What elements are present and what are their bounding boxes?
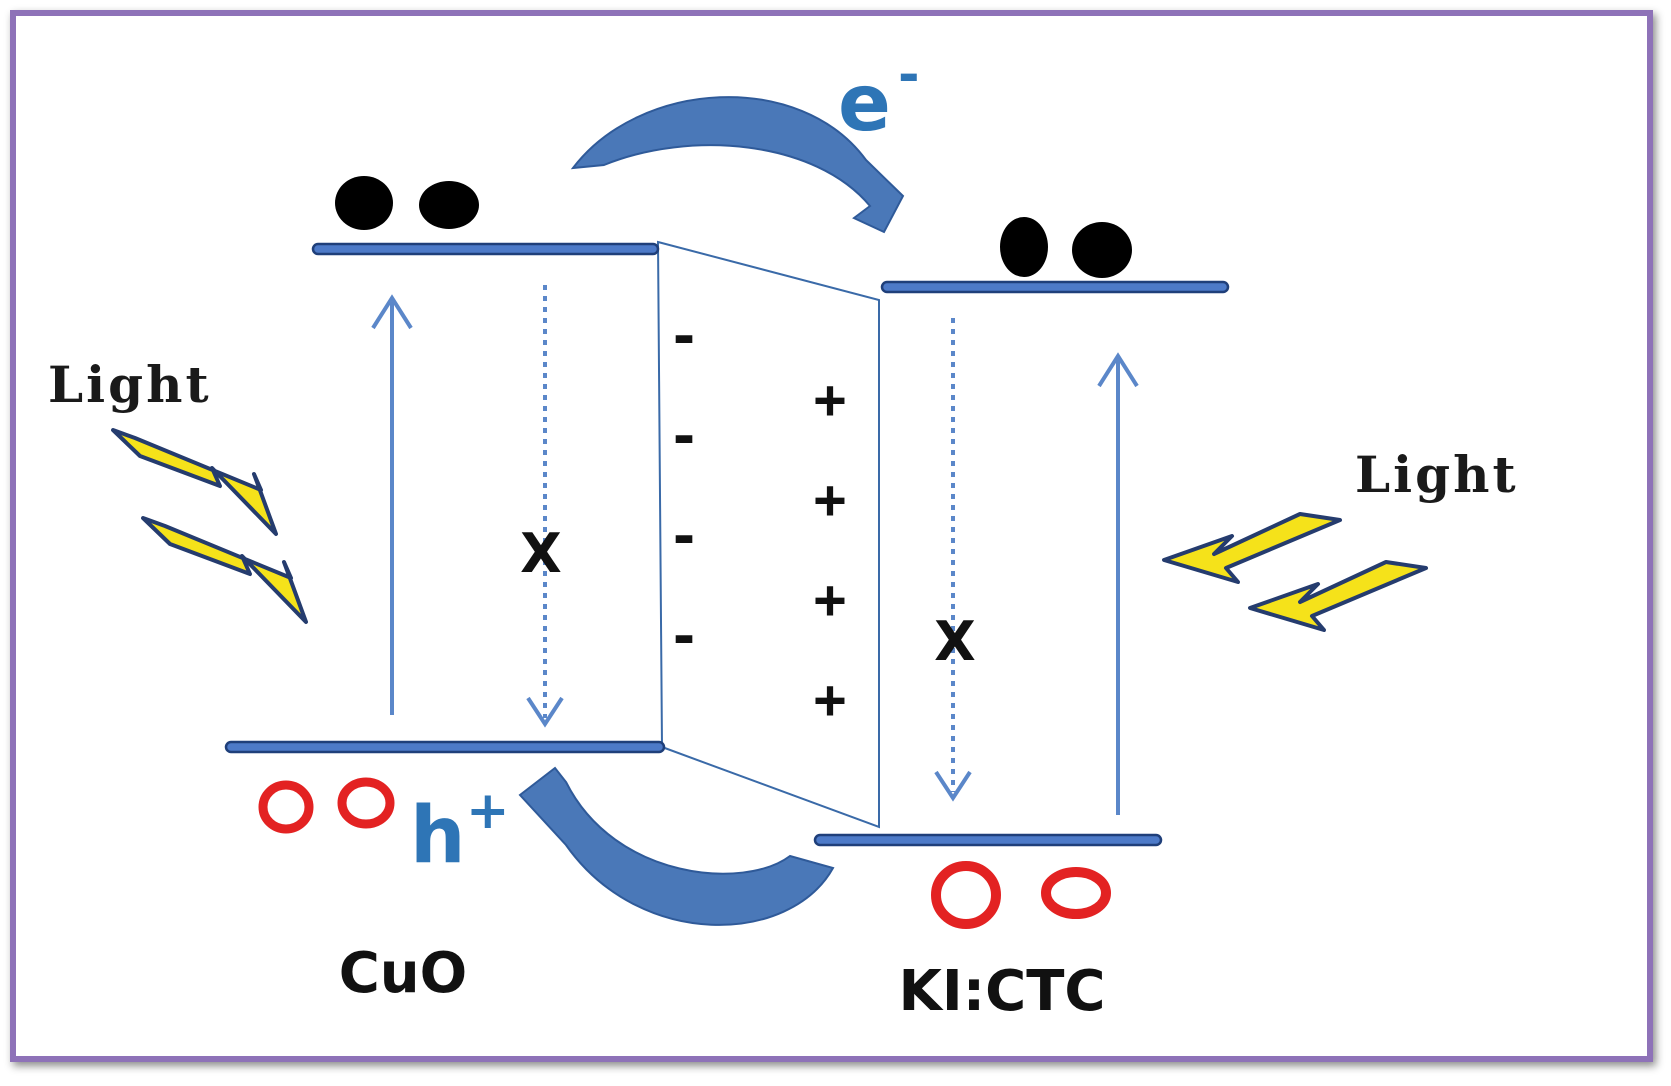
negative-charge: - bbox=[668, 405, 701, 468]
positive-charge: + bbox=[814, 468, 847, 531]
material-label-kictc: KI:CTC bbox=[898, 959, 1105, 1024]
hole-icon bbox=[258, 780, 314, 834]
negative-charge: - bbox=[668, 505, 701, 568]
cuo-valence-band bbox=[224, 740, 666, 754]
electron-icon bbox=[335, 176, 393, 230]
electron-icon bbox=[419, 181, 479, 229]
kictc-valence-band bbox=[813, 833, 1163, 847]
positive-charge: + bbox=[814, 568, 847, 631]
hole-icon bbox=[1041, 867, 1111, 919]
hole-label: h bbox=[410, 791, 466, 881]
figure-frame bbox=[10, 10, 1653, 1062]
electron-transfer-arrow bbox=[570, 96, 905, 234]
hole-charge-sup: + bbox=[466, 781, 510, 841]
light-arrow-icon-left bbox=[111, 428, 308, 624]
negative-charge: - bbox=[668, 605, 701, 668]
cuo-blocked-mark: X bbox=[520, 522, 562, 585]
kictc-blocked-recombination-arrow bbox=[934, 318, 972, 802]
kictc-excitation-arrow bbox=[1097, 352, 1139, 815]
electron-icon bbox=[1000, 217, 1048, 277]
electron-charge-sup: - bbox=[898, 45, 920, 105]
electron-label: e bbox=[838, 59, 891, 149]
hole-icon bbox=[931, 861, 1001, 929]
cuo-conduction-band bbox=[311, 242, 660, 256]
cuo-excitation-arrow bbox=[371, 294, 413, 715]
kictc-conduction-band bbox=[880, 280, 1230, 294]
positive-charge: + bbox=[814, 368, 847, 431]
light-arrow-icon-right bbox=[1162, 512, 1428, 632]
negative-charges: - - - - bbox=[668, 305, 701, 668]
kictc-blocked-mark: X bbox=[934, 610, 976, 673]
junction-interface bbox=[656, 240, 880, 829]
cuo-blocked-recombination-arrow bbox=[526, 285, 564, 728]
hole-icon bbox=[337, 777, 395, 829]
light-label-left: Light bbox=[48, 355, 212, 414]
cuo-holes bbox=[258, 777, 395, 834]
positive-charge: + bbox=[814, 668, 847, 731]
material-label-cuo: CuO bbox=[339, 941, 468, 1006]
electron-icon bbox=[1072, 222, 1132, 278]
light-label-right: Light bbox=[1355, 445, 1519, 504]
kictc-holes bbox=[931, 861, 1111, 929]
hole-transfer-arrow bbox=[518, 766, 835, 926]
cuo-electrons bbox=[335, 176, 479, 230]
positive-charges: + + + + bbox=[814, 368, 847, 731]
kictc-electrons bbox=[1000, 217, 1132, 278]
negative-charge: - bbox=[668, 305, 701, 368]
